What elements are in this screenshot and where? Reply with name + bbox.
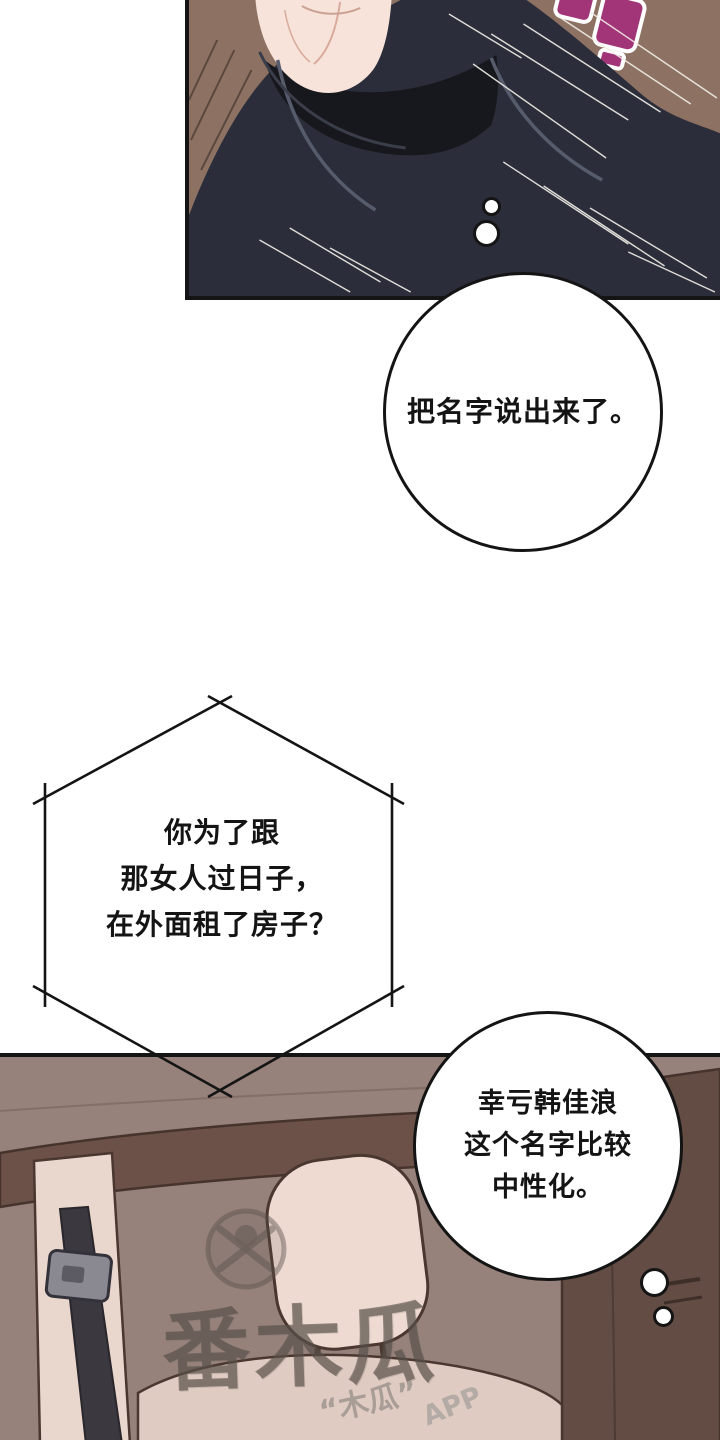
thought-bubble-bottom: 幸亏韩佳浪 这个名字比较 中性化。 (413, 1011, 683, 1281)
panel-top-character (185, 0, 720, 300)
thought-bubble-bottom-text: 幸亏韩佳浪 这个名字比较 中性化。 (450, 1083, 646, 1209)
thought-trail-bubble (653, 1306, 674, 1327)
seatbelt-buckle (44, 1248, 113, 1303)
hexagon-bubble-text: 你为了跟 那女人过日子， 在外面租了房子？ (42, 810, 402, 948)
thought-bottom-line-3: 中性化。 (492, 1172, 604, 1203)
hexagon-bubble (32, 694, 405, 1099)
jacket-lapel-lines (258, 51, 603, 212)
hexagon-outline (32, 694, 405, 1099)
neck-detail-lines (283, 1, 361, 65)
headrest (265, 1153, 430, 1351)
thought-trail-bubble (640, 1268, 669, 1297)
thought-trail-bubble (482, 197, 501, 216)
thought-trail-bubble (473, 220, 500, 247)
thought-bubble-top: 把名字说出来了。 (383, 272, 663, 552)
shirt (264, 55, 498, 156)
thought-bottom-line-2: 这个名字比较 (464, 1130, 632, 1161)
hexagon-line-2: 那女人过日子， (120, 862, 324, 895)
hexagon-line-3: 在外面租了房子？ (105, 908, 338, 941)
door-handle-line (663, 1295, 703, 1305)
top-panel-art (189, 0, 720, 296)
neck-skin (255, 0, 392, 93)
thought-bottom-line-1: 幸亏韩佳浪 (478, 1088, 618, 1119)
seat-back (136, 1353, 564, 1440)
hexagon-line-1: 你为了跟 (163, 816, 280, 849)
speed-lines-white (259, 11, 718, 293)
thought-bubble-top-text: 把名字说出来了。 (406, 395, 639, 428)
